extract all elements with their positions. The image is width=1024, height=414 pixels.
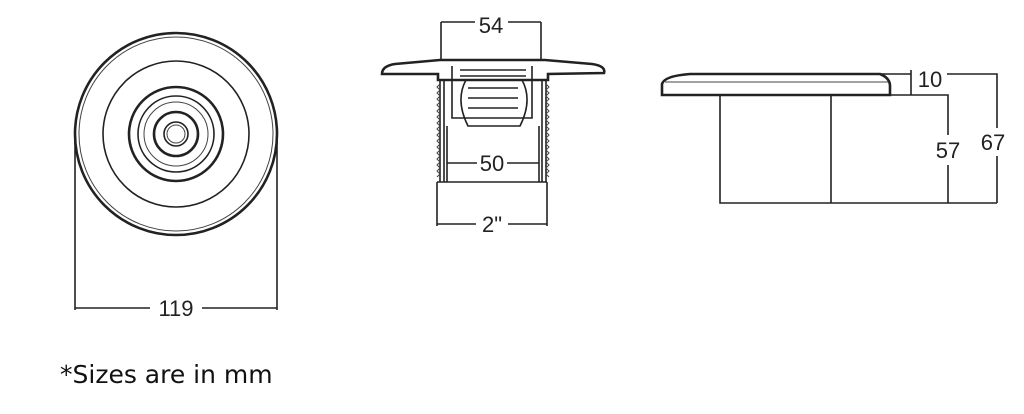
- dimension-57: 57: [936, 138, 960, 163]
- dimension-119: 119: [158, 296, 193, 321]
- dimension-50: 50: [480, 151, 504, 176]
- section-view: 54 50 2": [380, 13, 606, 237]
- side-view: 10 57 67: [660, 67, 1005, 204]
- dimension-10: 10: [918, 67, 942, 92]
- dimension-2-inch: 2": [482, 212, 502, 237]
- front-view: 119: [73, 31, 279, 321]
- units-note: *Sizes are in mm: [60, 360, 273, 389]
- dimension-67: 67: [981, 130, 1005, 155]
- dimension-54: 54: [479, 13, 503, 38]
